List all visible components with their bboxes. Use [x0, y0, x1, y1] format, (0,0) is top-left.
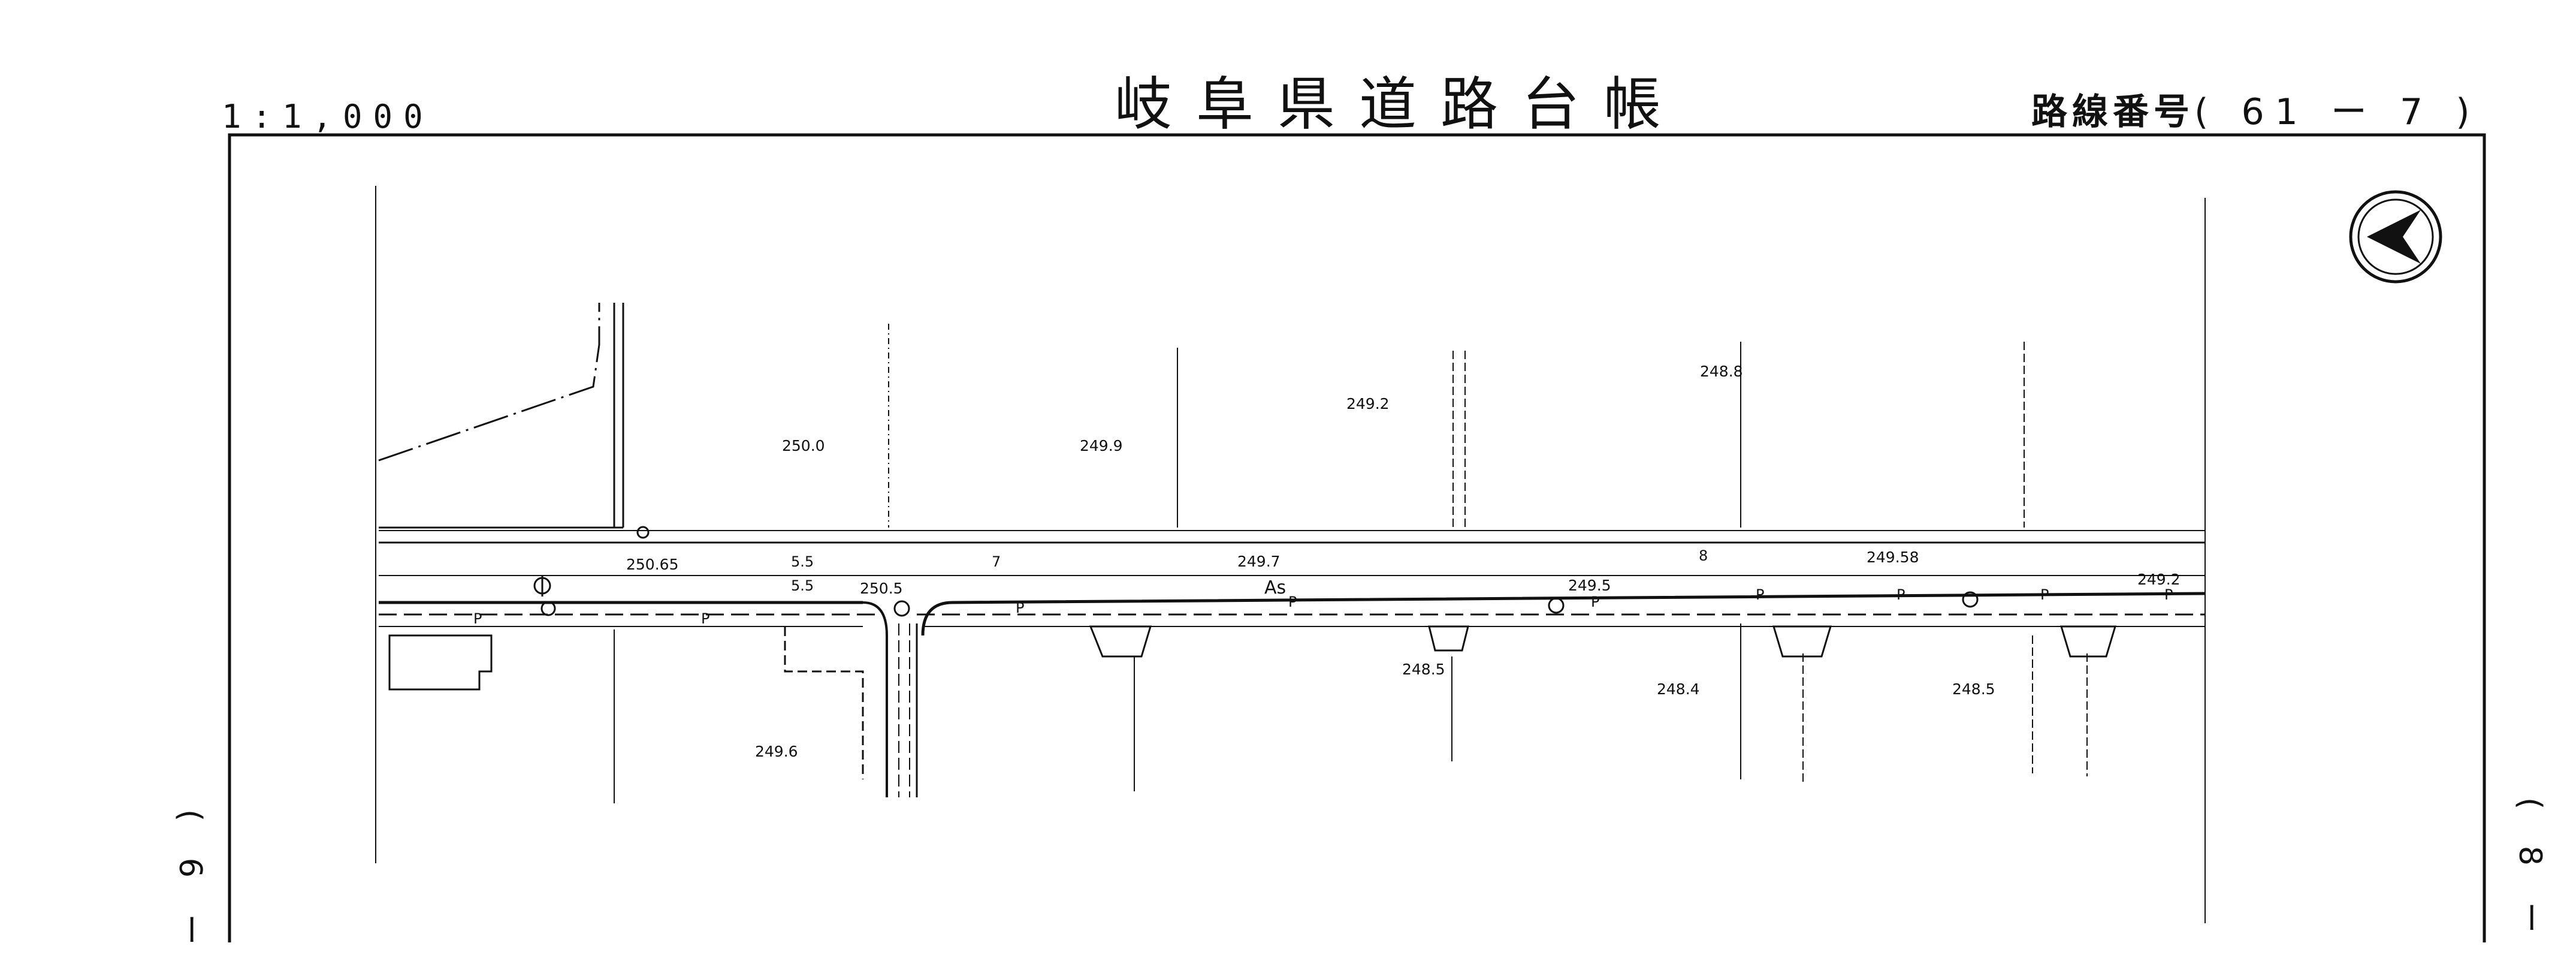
elevation-e5: 250.65 [626, 556, 678, 573]
elevation-e1: 250.0 [782, 437, 825, 454]
road-number-8: 8 [1699, 547, 1708, 564]
parcel-boundaries [375, 186, 2206, 923]
pole-label-5: P [1591, 594, 1599, 610]
upper-left-parcel [378, 303, 650, 539]
road-width-b: 5.5 [791, 577, 814, 594]
pole-label-4: P [1288, 594, 1297, 610]
page-title: 岐阜県道路台帳 [1115, 71, 1685, 138]
route-number-value: ( 61 ー 7 ) [2194, 91, 2481, 133]
side-channel [784, 626, 864, 779]
elevation-e7: 249.7 [1237, 553, 1281, 570]
elevation-e2: 249.9 [1080, 437, 1123, 454]
elevation-points: 250.0 249.9 249.2 248.8 250.65 250.5 249… [626, 363, 2181, 760]
elevation-e12: 248.4 [1657, 680, 1700, 698]
road-edges [379, 530, 2206, 797]
pole-label-2: P [701, 610, 709, 627]
pole-label-3: P [1016, 599, 1024, 616]
route-number: 路線番号( 61 ー 7 ) [2031, 83, 2481, 135]
road-width-a: 5.5 [791, 553, 814, 570]
culverts [1089, 625, 2117, 658]
pole-label-6: P [1756, 586, 1764, 603]
pole-label-9: P [2164, 586, 2173, 603]
building-footprint [388, 634, 493, 691]
pole-label-1: P [473, 610, 482, 627]
pavement-label: As [1264, 577, 1286, 598]
pole-label-8: P [2040, 586, 2049, 603]
elevation-e13: 248.5 [1952, 680, 1995, 698]
utility-symbols [533, 576, 1979, 617]
elevation-e10: 249.2 [2137, 571, 2181, 588]
scale-label: 1:1,000 [222, 98, 434, 135]
elevation-e14: 249.6 [755, 743, 798, 760]
road-annotations: As 5.5 5.5 7 8 P P P P P P P P P [473, 547, 2173, 627]
elevation-e9: 249.5 [1568, 577, 1611, 594]
elevation-e8: 249.58 [1867, 549, 1919, 566]
north-arrow-icon [2349, 190, 2442, 284]
elevation-e4: 248.8 [1700, 363, 1743, 380]
elevation-e6: 250.5 [860, 580, 903, 597]
elevation-e3: 249.2 [1346, 395, 1390, 412]
pole-label-7: P [1896, 586, 1905, 603]
road-number-7: 7 [992, 553, 1001, 570]
elevation-e11: 248.5 [1402, 661, 1445, 678]
map-frame [228, 133, 2486, 942]
route-number-label: 路線番号 [2031, 91, 2194, 133]
